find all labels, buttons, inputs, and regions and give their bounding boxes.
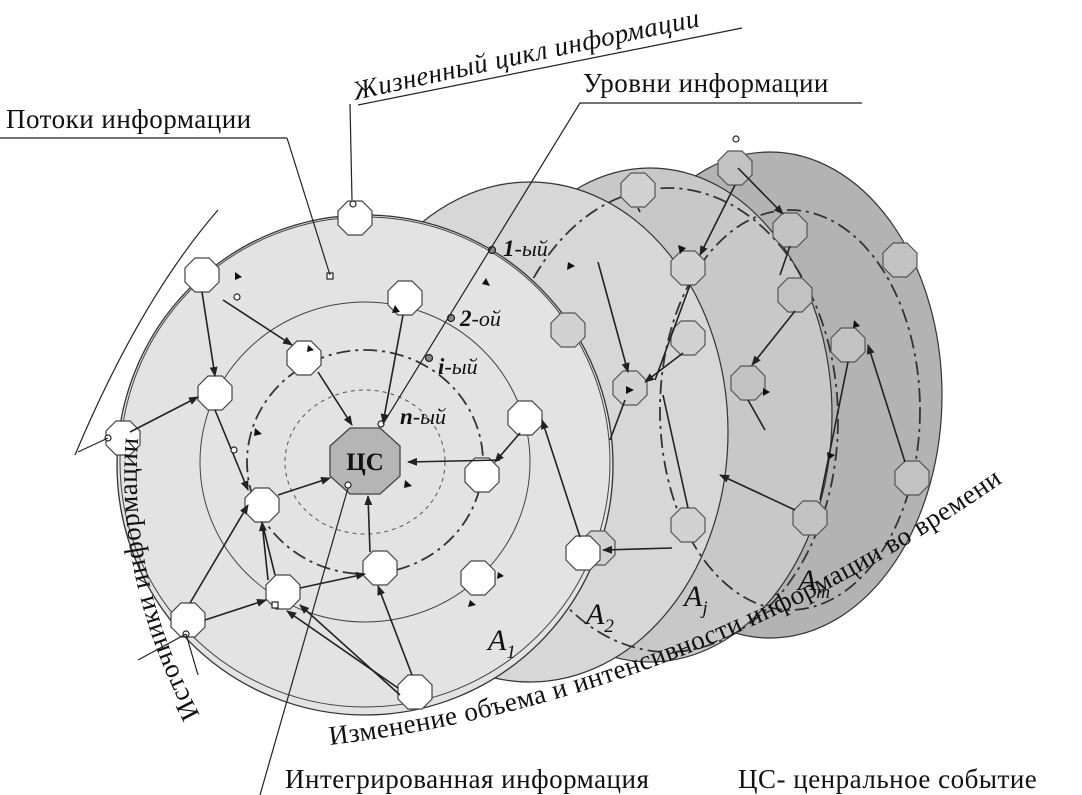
level-labels: 1-ый 2-ой i-ый n-ый <box>400 236 548 429</box>
flows-label: Потоки информации <box>6 104 252 134</box>
rear-flows <box>597 167 906 554</box>
levels-label: Уровни информации <box>583 68 829 98</box>
integrated-label: Интегрированная информация <box>285 764 649 794</box>
svg-text:n-ый: n-ый <box>400 404 446 429</box>
callout-lines <box>0 102 862 795</box>
flow-markers <box>235 245 860 607</box>
am-level-ring <box>659 209 921 611</box>
svg-text:A2: A2 <box>584 598 614 637</box>
aspect-labels: A1 A2 Aj Am <box>486 564 830 663</box>
cs-note-label: ЦС- ценральное событие <box>738 764 1037 794</box>
level-ring-2 <box>199 301 531 623</box>
center-event-node <box>329 427 401 495</box>
lifecycle-underline <box>357 27 743 106</box>
svg-text:A1: A1 <box>486 624 516 663</box>
svg-text:Aj: Aj <box>682 580 708 619</box>
svg-text:i-ый: i-ый <box>438 354 478 379</box>
center-event-label: ЦС <box>346 449 384 476</box>
svg-text:Am: Am <box>796 564 830 603</box>
point-markers <box>104 135 740 638</box>
svg-text:2-ой: 2-ой <box>459 306 501 331</box>
svg-text:1-ый: 1-ый <box>503 236 548 261</box>
level-ring-n <box>284 389 446 535</box>
